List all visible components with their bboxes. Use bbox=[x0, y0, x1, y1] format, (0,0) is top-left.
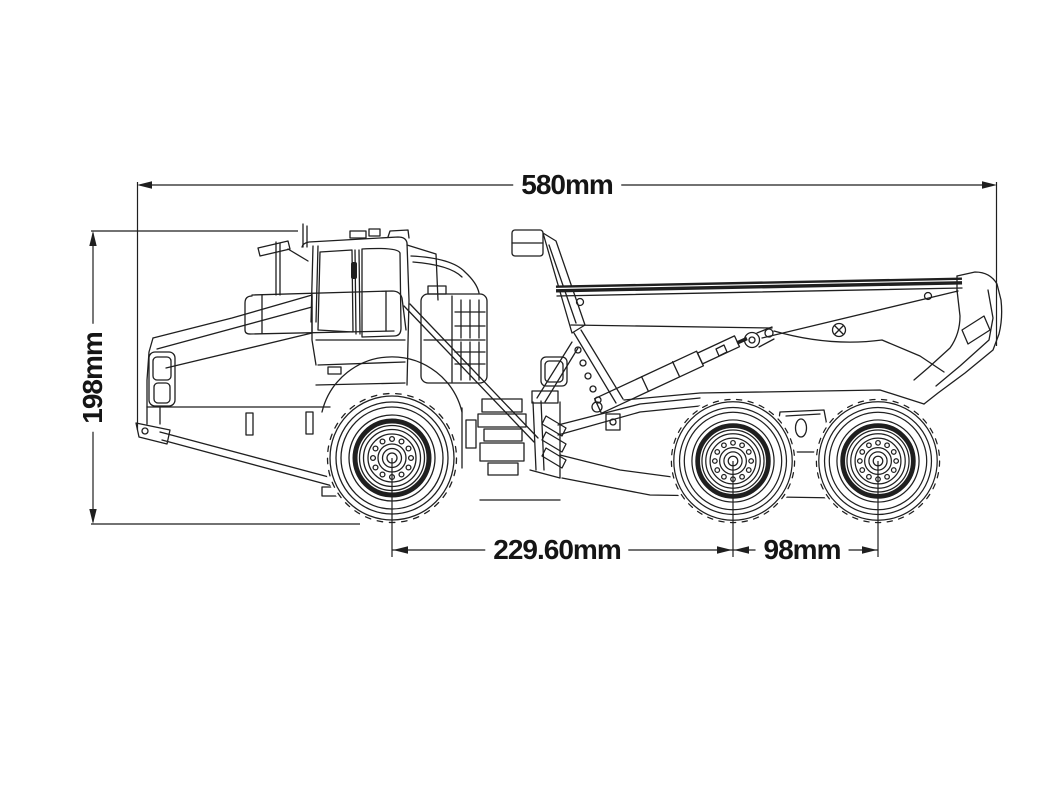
headlight-icon bbox=[153, 382, 171, 404]
front-fender-arch bbox=[321, 356, 463, 413]
diagonal-brace bbox=[403, 303, 539, 443]
hose bbox=[410, 255, 480, 294]
door-window bbox=[361, 247, 402, 338]
dump-bed bbox=[511, 229, 1003, 405]
hood bbox=[146, 294, 331, 408]
front-to-middle-wheelbase-label: 229.60mm bbox=[485, 535, 629, 565]
radiator-box bbox=[403, 255, 539, 443]
door-handle bbox=[351, 262, 357, 279]
under-cab-machinery bbox=[461, 398, 561, 501]
mirror-icon bbox=[257, 240, 291, 257]
hoist-cylinder bbox=[591, 326, 775, 414]
front-unit bbox=[135, 223, 567, 503]
windshield bbox=[317, 249, 354, 333]
handrails bbox=[244, 290, 407, 335]
overall-height-label: 198mm bbox=[77, 324, 108, 432]
tailgate-overhang bbox=[913, 271, 1003, 405]
dimension-overall-length bbox=[136, 181, 998, 430]
rear-unit bbox=[511, 229, 1003, 499]
middle-to-rear-wheelbase-label: 98mm bbox=[755, 535, 849, 565]
headlight-icon bbox=[152, 356, 172, 381]
cab bbox=[257, 223, 463, 413]
pivot-marker bbox=[831, 322, 847, 338]
overall-length-label: 580mm bbox=[513, 170, 621, 200]
